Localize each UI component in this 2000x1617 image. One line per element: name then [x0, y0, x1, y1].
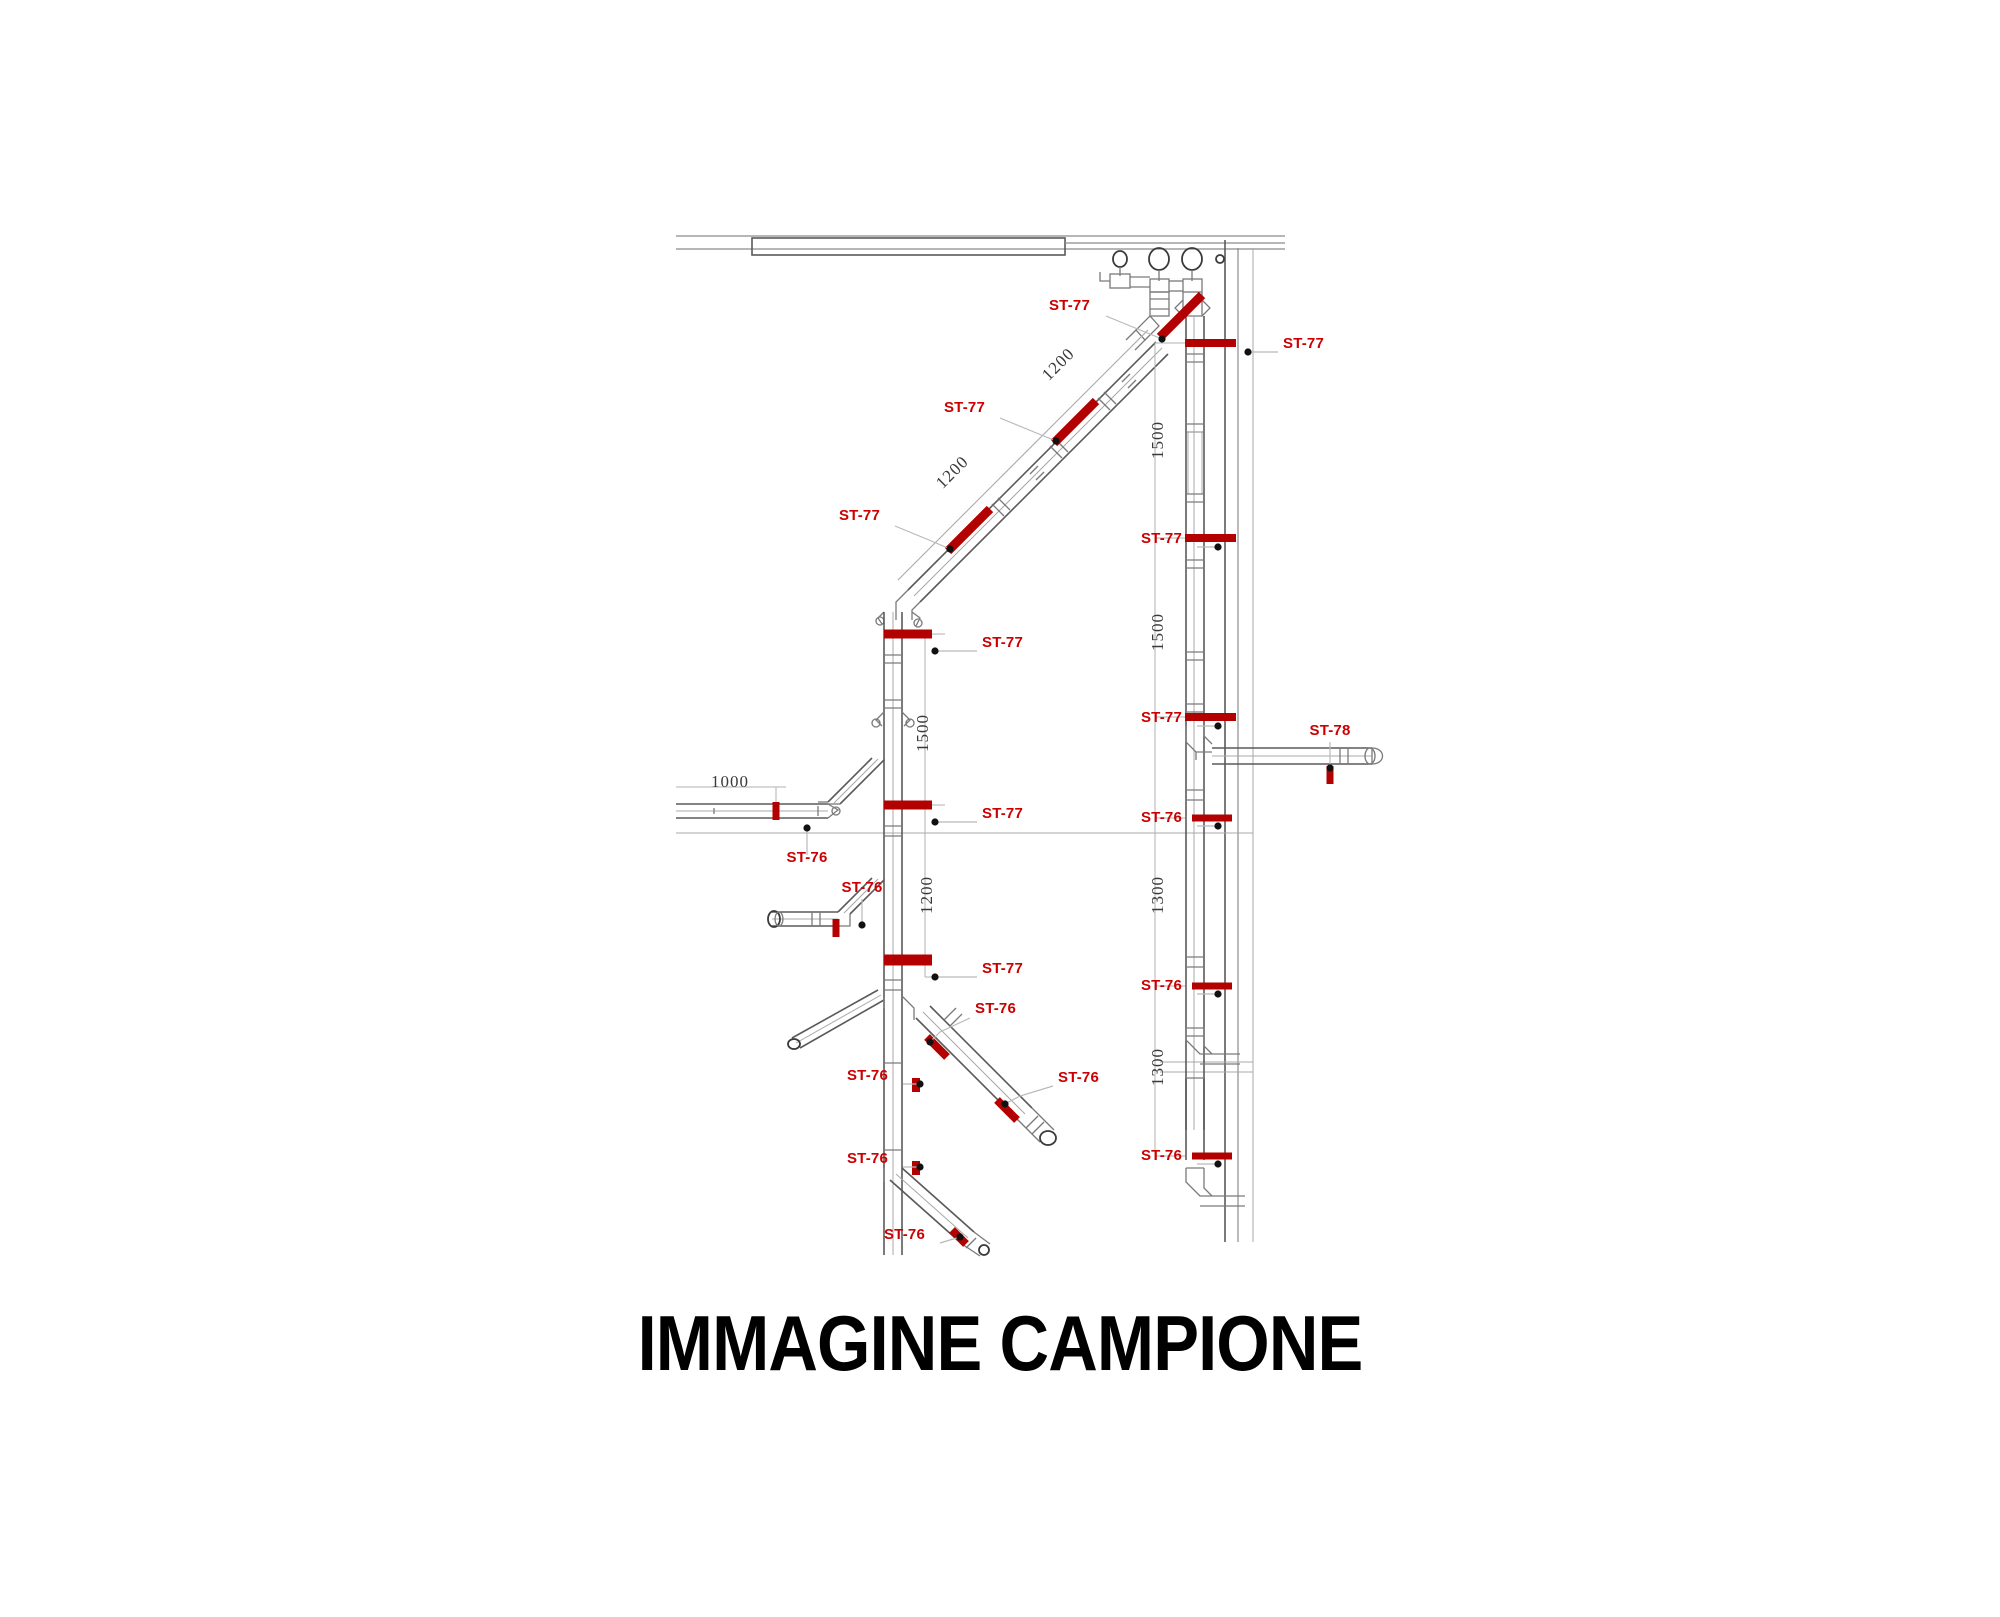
tag-node-dot [1052, 437, 1060, 445]
lower-branch-up-left [787, 989, 885, 1050]
component-tag-label[interactable]: ST-77 [1283, 335, 1324, 352]
tag-node-dot [916, 1080, 924, 1088]
component-tag-label[interactable]: ST-76 [847, 1067, 888, 1084]
weld-marks-layer [772, 291, 1334, 1247]
dimension-label: 1200 [1038, 344, 1078, 384]
component-tag-label[interactable]: ST-76 [884, 1226, 925, 1243]
right-wall [1224, 240, 1254, 1242]
component-tag-label[interactable]: ST-77 [1141, 709, 1182, 726]
weld-mark [1050, 397, 1100, 447]
component-tag-label[interactable]: ST-76 [975, 1000, 1016, 1017]
st76-angled-branch-left [767, 877, 885, 928]
tag-leader-line [999, 417, 1057, 442]
component-tag-label[interactable]: ST-76 [841, 879, 882, 896]
tag-leader-line [1004, 1085, 1054, 1105]
weld-mark [1156, 291, 1206, 341]
dimension-label: 1500 [913, 714, 932, 752]
middle-pipe-couplings [884, 654, 902, 1151]
component-tag-label[interactable]: ST-76 [847, 1150, 888, 1167]
component-tag-label[interactable]: ST-76 [1058, 1069, 1099, 1086]
tag-node-dot [931, 973, 939, 981]
branch-elbow-st78 [1185, 726, 1213, 760]
branch-to-left-horizontal [818, 757, 885, 805]
tag-node-dot [1326, 764, 1334, 772]
diagonal-couplings [991, 373, 1137, 517]
weld-mark [944, 505, 994, 555]
component-tag-label[interactable]: ST-76 [1141, 1147, 1182, 1164]
tag-node-dot [1001, 1100, 1009, 1108]
middle-vertical-pipe [818, 612, 915, 1255]
ceiling-slab [676, 235, 1285, 256]
tag-node-dot [1214, 990, 1222, 998]
reference-lines [676, 832, 1253, 1073]
tag-node-dot [858, 921, 866, 929]
dimension-label: 1200 [932, 452, 972, 492]
st78-horizontal-branch [1212, 747, 1384, 765]
tag-leader-line [929, 1017, 971, 1043]
component-tags-layer: ST-77ST-77ST-77ST-77ST-77ST-77ST-77ST-78… [786, 297, 1350, 1244]
tag-node-dot [931, 647, 939, 655]
tag-node-dot [926, 1038, 934, 1046]
dimension-label: 1300 [1148, 876, 1167, 914]
dimension-text-layer: 1200 1200 1500 1500 1500 1000 1200 1300 1300 [711, 344, 1167, 1086]
lower-branch-down-right-1 [901, 995, 1057, 1146]
tag-node-dot [1244, 348, 1252, 356]
tag-node-dot [946, 545, 954, 553]
component-tag-label[interactable]: ST-77 [1141, 530, 1182, 547]
component-tag-label[interactable]: ST-77 [944, 399, 985, 416]
page-title: IMMAGINE CAMPIONE [637, 1299, 1364, 1387]
dimension-label: 1500 [1148, 421, 1167, 459]
component-tag-label[interactable]: ST-78 [1309, 722, 1350, 739]
lower-elbow-2 [1185, 1167, 1245, 1207]
tag-node-dot [1214, 1160, 1222, 1168]
tag-node-dot [1214, 822, 1222, 830]
tag-node-dot [803, 824, 811, 832]
lower-elbow-1 [1185, 1027, 1240, 1065]
tag-node-dot [931, 818, 939, 826]
tag-node-dot [1214, 543, 1222, 551]
component-tag-label[interactable]: ST-76 [1141, 809, 1182, 826]
dimension-label: 1500 [1148, 613, 1167, 651]
diagonal-upper-run [875, 329, 1169, 628]
left-horizontal-run [676, 803, 841, 819]
component-tag-label[interactable]: ST-77 [1049, 297, 1090, 314]
mid-pipe-tee [871, 711, 915, 728]
top-manifold [1099, 247, 1225, 351]
component-tag-label[interactable]: ST-77 [839, 507, 880, 524]
tag-leader-line [1105, 315, 1163, 340]
tag-node-dot [916, 1163, 924, 1171]
component-tag-label[interactable]: ST-77 [982, 960, 1023, 977]
tag-node-dot [956, 1233, 964, 1241]
tag-node-dot [1158, 335, 1166, 343]
dimension-label: 1300 [1148, 1048, 1167, 1086]
component-tag-label[interactable]: ST-77 [982, 805, 1023, 822]
component-tag-label[interactable]: ST-76 [786, 849, 827, 866]
component-tag-label[interactable]: ST-77 [982, 634, 1023, 651]
dimension-label: 1000 [711, 772, 749, 791]
dimension-label: 1200 [917, 876, 936, 914]
tag-node-dot [1214, 722, 1222, 730]
weld-mark [994, 1097, 1020, 1123]
riser-couplings [1186, 353, 1204, 968]
component-tag-label[interactable]: ST-76 [1141, 977, 1182, 994]
tag-leader-line [894, 525, 951, 550]
